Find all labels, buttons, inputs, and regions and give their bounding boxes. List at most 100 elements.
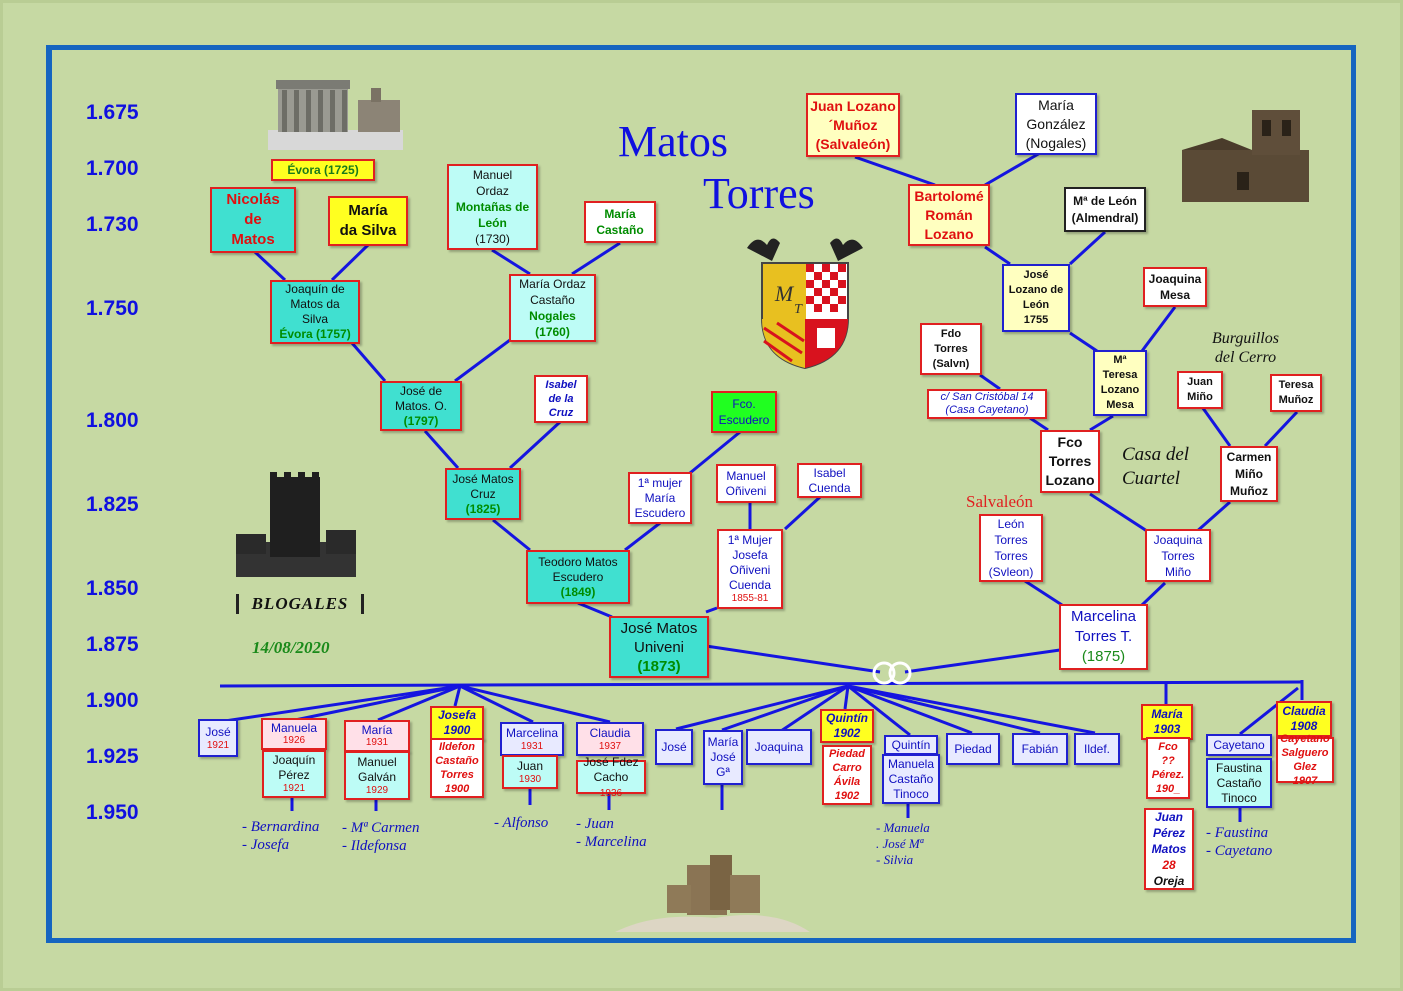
name-line: Josefa	[732, 548, 768, 562]
descendants-faustina-cayetano: - Faustina- Cayetano	[1206, 824, 1272, 860]
child-fco-perez: Fco??Pérez.190_	[1146, 737, 1190, 799]
name-line: Joaquina	[1148, 272, 1202, 286]
name-line: Teresa	[1278, 379, 1314, 391]
name-line: Fco	[1057, 434, 1083, 450]
name-line: 1900	[444, 783, 470, 795]
year-label: 1.850	[86, 577, 139, 600]
coat-letter-m: M	[774, 281, 795, 306]
name-line: 1908	[1290, 719, 1318, 733]
name-line: María	[348, 202, 388, 219]
name-line: Torres	[1048, 453, 1092, 469]
name-line: Juan	[1187, 376, 1213, 388]
name-line: Ávila	[833, 776, 861, 788]
name-line: Castaño	[1216, 775, 1262, 790]
name-line: Oñiveni	[729, 563, 771, 577]
year-label: 1.730	[86, 213, 139, 236]
name-line: Nicolás	[226, 191, 280, 208]
name-line: Joaquín de	[285, 282, 345, 296]
child-ildef: Ildef.	[1074, 733, 1120, 765]
name-line: Lozano	[1100, 384, 1140, 396]
name-line: de	[244, 211, 262, 228]
name-line: Lozano	[924, 225, 974, 242]
child-piedad: Piedad	[946, 733, 1000, 765]
name-line: González	[1026, 115, 1086, 132]
name-line: José	[1023, 269, 1049, 281]
name-line: (1825)	[465, 501, 501, 516]
descendant-line: - Mª Carmen	[342, 820, 420, 836]
name-line: 28	[1162, 858, 1176, 872]
name-line: 1855-81	[731, 593, 769, 604]
name-line: (Salvaleón)	[815, 135, 891, 152]
name-line: Torres	[440, 769, 474, 781]
year-label: 1.750	[86, 297, 139, 320]
name-line: Claudia	[589, 725, 631, 740]
name-line: 1755	[1023, 314, 1049, 326]
name-line: 1902	[833, 726, 861, 740]
name-line: Manuel	[472, 168, 513, 182]
name-line: Fco	[1158, 741, 1178, 753]
name-line: Marcelina	[1070, 608, 1137, 625]
name-line: Torres	[994, 549, 1028, 563]
name-line: José	[710, 750, 736, 764]
name-line: María	[1038, 96, 1074, 113]
blue-frame	[46, 45, 1356, 943]
name-line: León	[478, 216, 507, 230]
year-label: 1.875	[86, 633, 139, 656]
fortress-image	[615, 855, 810, 932]
name-line: 1921	[206, 739, 230, 751]
year-label: 1.700	[86, 157, 139, 180]
name-line: María	[1151, 707, 1183, 721]
name-line: Isabel	[545, 379, 577, 391]
place-line: c/ San Cristóbal 14	[940, 391, 1034, 403]
name-line: 190_	[1155, 783, 1181, 795]
descendants-alfonso: - Alfonso	[494, 814, 548, 832]
title-torres: Torres	[703, 169, 815, 218]
descendant-line: - Ildefonsa	[342, 838, 407, 854]
name-line: Gª	[716, 765, 730, 779]
descendants-juan-marcelina: - Juan- Marcelina	[576, 815, 647, 851]
name-line: 1902	[834, 790, 860, 802]
name-line: Salguero	[1281, 747, 1329, 759]
child-fabian: Fabián	[1012, 733, 1068, 765]
name-line: Marcelina	[505, 725, 559, 740]
person-fco-escudero: Fco. Escudero	[711, 391, 777, 433]
name-line: de la	[548, 393, 574, 405]
name-line: María Ordaz	[519, 277, 586, 291]
name-line: Matos	[231, 231, 275, 248]
name-line: Mesa	[1106, 399, 1134, 411]
name-line: Fco.	[732, 397, 756, 411]
name-line: Teodoro Matos	[538, 554, 618, 569]
name-line: 1929	[365, 784, 389, 796]
name-line: Manuel	[357, 754, 397, 769]
child-jose: José	[655, 729, 693, 765]
descendant-line: - Josefa	[242, 837, 290, 853]
name-line: María	[604, 207, 636, 221]
year-label: 1.925	[86, 745, 139, 768]
name-line: Escudero	[718, 413, 770, 427]
name-line: Manuela	[887, 756, 935, 771]
name-line: Juan	[516, 758, 544, 773]
place-line: (Casa Cayetano)	[945, 404, 1029, 416]
descendants-bernardina: - Bernardina- Josefa	[242, 818, 319, 854]
name-line: (1760)	[535, 325, 570, 339]
name-line: Oñiveni	[725, 483, 767, 498]
